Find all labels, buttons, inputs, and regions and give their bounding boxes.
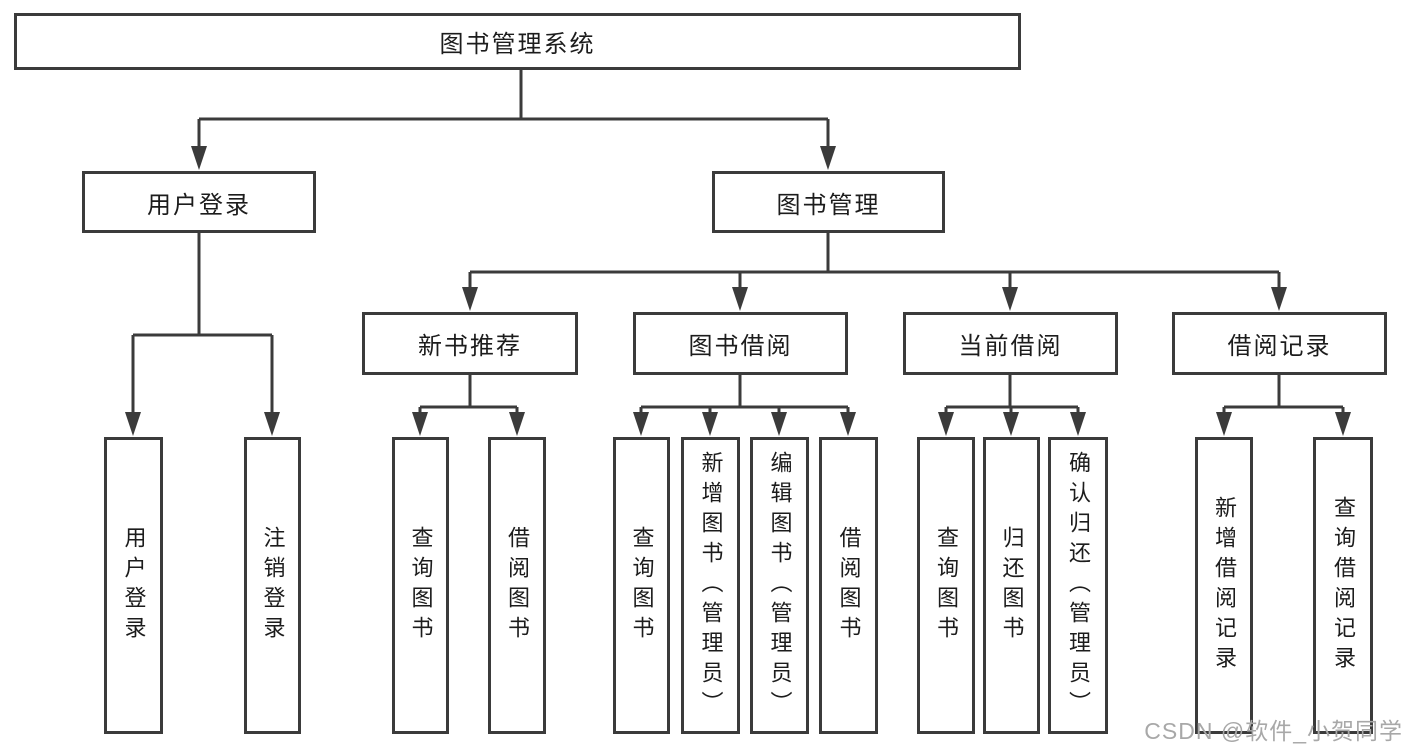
node-book-borrow: 图书借阅 xyxy=(633,312,848,375)
node-current-borrow: 当前借阅 xyxy=(903,312,1118,375)
leaf-return-books: 归还图书 xyxy=(983,437,1040,734)
leaf-query-books-current: 查询图书 xyxy=(917,437,975,734)
leaf-query-books-recommend: 查询图书 xyxy=(392,437,449,734)
leaf-borrow-books-recommend: 借阅图书 xyxy=(488,437,546,734)
watermark: CSDN @软件_小贺同学 xyxy=(1144,718,1403,744)
leaf-add-books-admin: 新增图书（管理员） xyxy=(681,437,740,734)
node-new-book-recommend: 新书推荐 xyxy=(362,312,578,375)
leaf-add-borrow-record: 新增借阅记录 xyxy=(1195,437,1253,734)
leaf-query-books-borrow: 查询图书 xyxy=(613,437,670,734)
leaf-edit-books-admin: 编辑图书（管理员） xyxy=(750,437,809,734)
leaf-logout: 注销登录 xyxy=(244,437,301,734)
node-user-login: 用户登录 xyxy=(82,171,316,233)
node-book-management: 图书管理 xyxy=(712,171,945,233)
node-library-system: 图书管理系统 xyxy=(14,13,1021,70)
leaf-borrow-books: 借阅图书 xyxy=(819,437,878,734)
leaf-user-login: 用户登录 xyxy=(104,437,163,734)
leaf-query-borrow-record: 查询借阅记录 xyxy=(1313,437,1373,734)
leaf-confirm-return-admin: 确认归还（管理员） xyxy=(1048,437,1108,734)
node-borrow-records: 借阅记录 xyxy=(1172,312,1387,375)
